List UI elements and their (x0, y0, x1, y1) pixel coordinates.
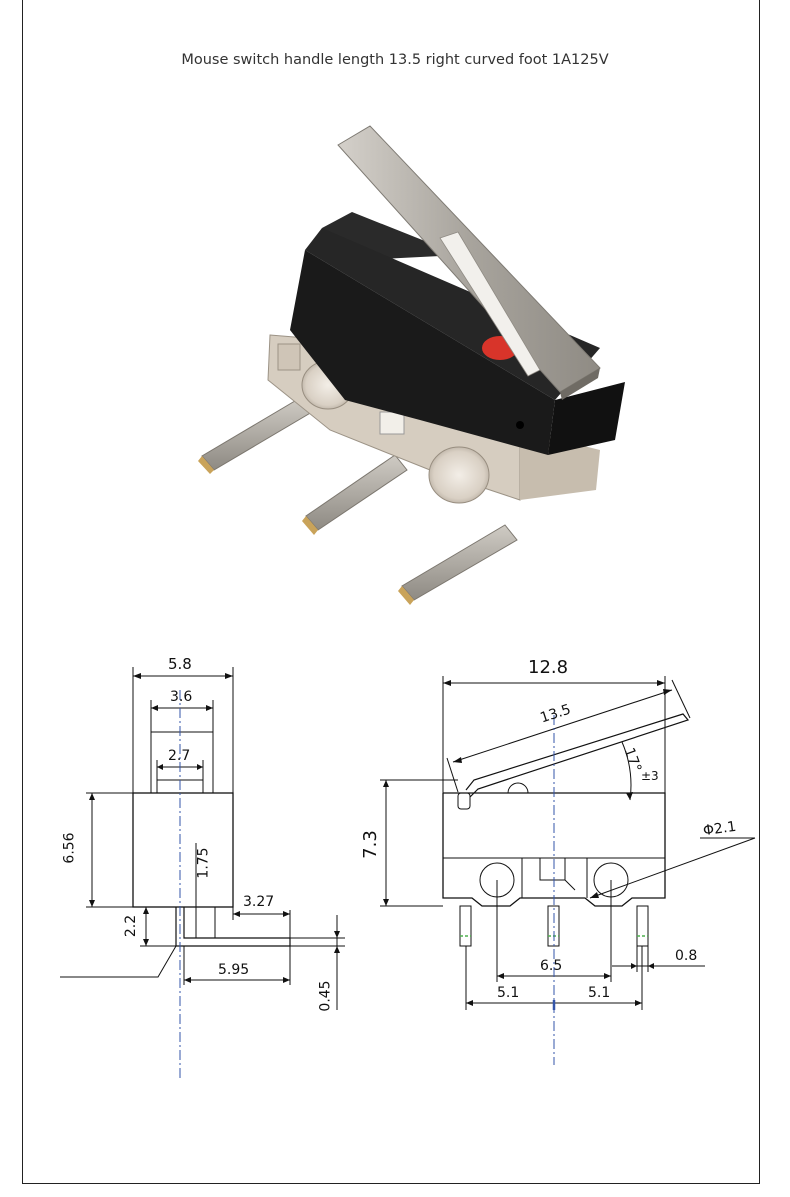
dim-line-13-5 (452, 689, 673, 763)
dim-2-2: 2.2 (123, 914, 140, 938)
product-title: Mouse switch handle length 13.5 right cu… (181, 52, 609, 68)
side-view-drawing (60, 667, 345, 1010)
front-body-outline (442, 792, 666, 907)
front-lever-pivot (457, 792, 471, 810)
micro-switch-photo (198, 125, 625, 605)
dim-0-45: 0.45 (317, 980, 334, 1012)
switch-lever (337, 125, 601, 400)
dim-3-27: 3.27 (243, 894, 275, 910)
side-plunger-housing (150, 731, 214, 793)
front-pin-right (636, 905, 649, 947)
switch-pins (198, 397, 518, 605)
side-pin (175, 907, 291, 947)
page-frame (22, 0, 760, 1184)
dim-6-5: 6.5 (540, 958, 563, 974)
dim-2-7: 2.7 (168, 748, 191, 764)
dim-5-1-right: 5.1 (588, 985, 611, 1001)
dim-1-75: 1.75 (195, 847, 212, 879)
dim-3-6: 3.6 (170, 689, 193, 705)
dim-7-3: 7.3 (359, 830, 381, 859)
front-arrowheads (383, 680, 672, 1006)
dim-12-8: 12.8 (528, 657, 569, 678)
front-view-drawing (380, 676, 756, 1010)
dim-0-8: 0.8 (675, 948, 698, 964)
front-lever (465, 713, 690, 798)
dim-6-56: 6.56 (61, 832, 78, 864)
side-body-outline (132, 792, 234, 908)
dim-5-8: 5.8 (168, 655, 192, 673)
dim-angle-tol: ±3 (641, 769, 659, 783)
side-arrowheads (89, 673, 340, 983)
front-pin-left (459, 905, 472, 947)
side-leader-line (60, 945, 177, 978)
dim-5-95: 5.95 (218, 962, 250, 978)
dim-leader-2-1 (589, 837, 756, 899)
dim-5-1-left: 5.1 (497, 985, 520, 1001)
